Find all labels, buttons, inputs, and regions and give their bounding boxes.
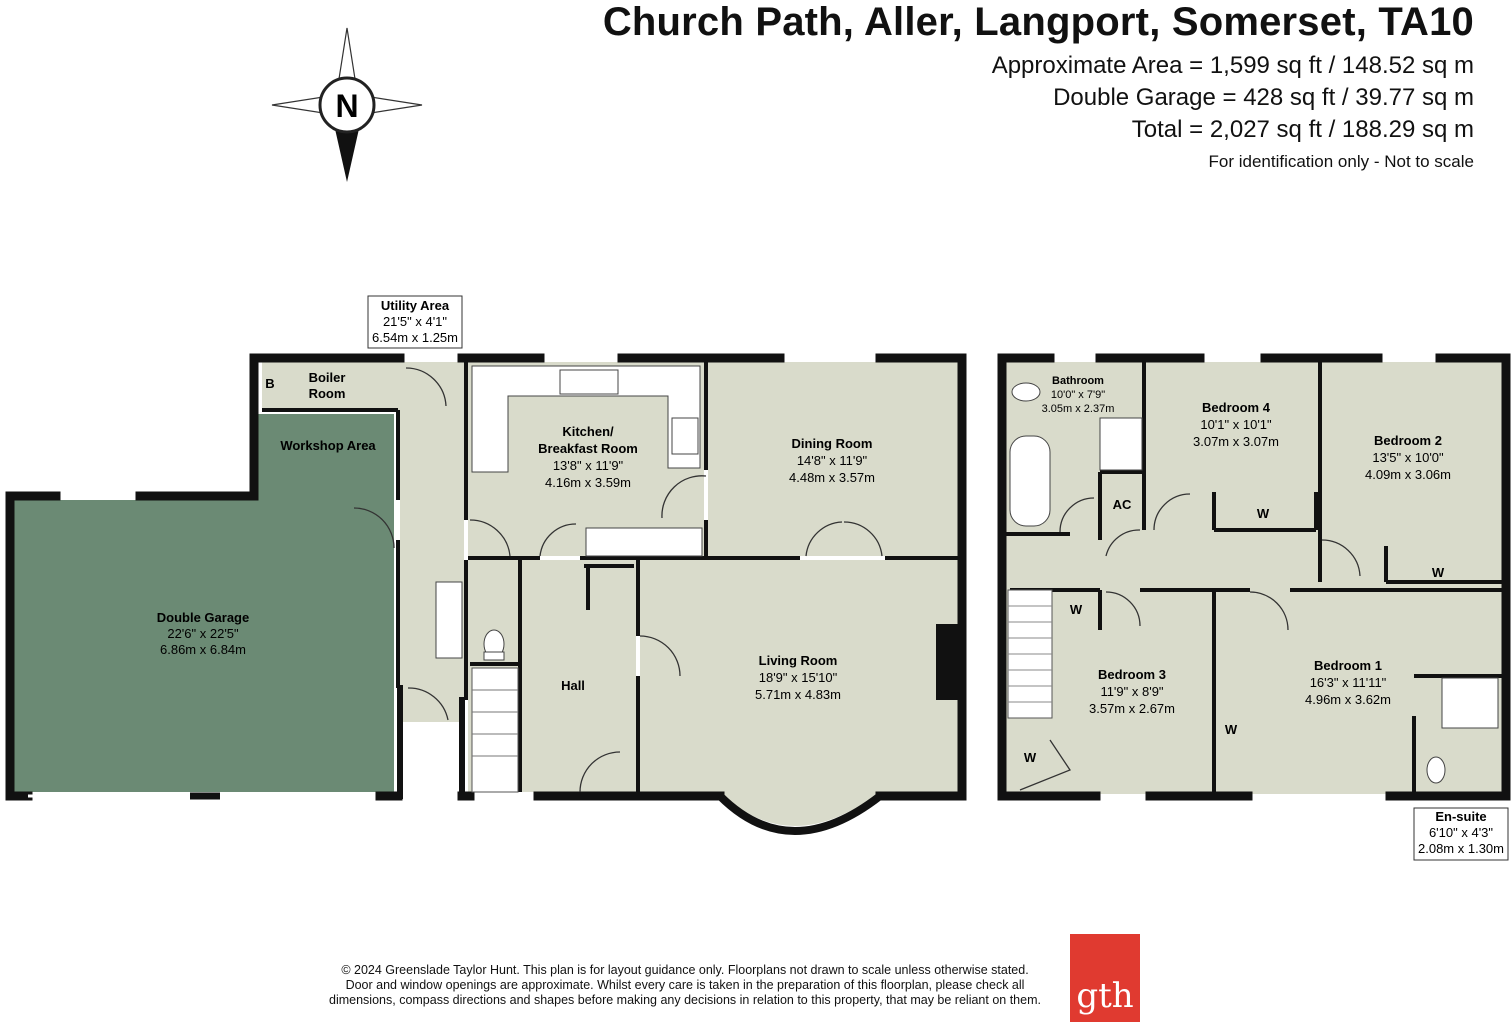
property-address-title: Church Path, Aller, Langport, Somerset, … — [602, 0, 1474, 44]
gth-logo: gth — [1070, 934, 1140, 1022]
bedroom2-imperial: 13'5" x 10'0" — [1372, 450, 1444, 465]
ensuite-label: En-suite — [1435, 809, 1486, 824]
bedroom3-label: Bedroom 3 — [1098, 667, 1166, 682]
bedroom4-metric: 3.07m x 3.07m — [1193, 434, 1279, 449]
bedroom3-imperial: 11'9" x 8'9" — [1100, 684, 1163, 699]
ensuite-imperial: 6'10" x 4'3" — [1429, 825, 1493, 840]
copyright-line-2: Door and window openings are approximate… — [345, 978, 1025, 992]
bathroom-metric: 3.05m x 2.37m — [1042, 403, 1115, 415]
wardrobe-label-bedroom3-top: W — [1070, 602, 1083, 617]
copyright-line-1: © 2024 Greenslade Taylor Hunt. This plan… — [341, 963, 1029, 977]
approximate-area: Approximate Area = 1,599 sq ft / 148.52 … — [991, 52, 1474, 79]
double-garage-label: Double Garage — [157, 610, 249, 625]
utility-area-label: Utility Area — [381, 298, 450, 313]
ground-floor-plan — [5, 353, 967, 835]
living-room-metric: 5.71m x 4.83m — [755, 687, 841, 702]
bedroom3-metric: 3.57m x 2.67m — [1089, 701, 1175, 716]
first-floor-plan — [997, 353, 1511, 801]
copyright-disclaimer: © 2024 Greenslade Taylor Hunt. This plan… — [310, 963, 1060, 1008]
kitchen-label-line1: Kitchen/ — [562, 424, 614, 439]
bedroom1-label: Bedroom 1 — [1314, 658, 1382, 673]
dining-room-metric: 4.48m x 3.57m — [789, 470, 875, 485]
dining-room-imperial: 14'8" x 11'9" — [797, 453, 868, 468]
bedroom2-metric: 4.09m x 3.06m — [1365, 467, 1451, 482]
kitchen-imperial: 13'8" x 11'9" — [553, 458, 624, 473]
compass-icon: N — [271, 27, 423, 182]
workshop-area-label: Workshop Area — [280, 438, 376, 453]
double-garage-metric: 6.86m x 6.84m — [160, 642, 246, 657]
boiler-room-label-line2: Room — [309, 386, 346, 401]
bathroom-imperial: 10'0" x 7'9" — [1051, 389, 1105, 401]
living-room-label: Living Room — [759, 653, 838, 668]
copyright-line-3: dimensions, compass directions and shape… — [329, 993, 1041, 1007]
ensuite-metric: 2.08m x 1.30m — [1418, 841, 1504, 856]
living-room-imperial: 18'9" x 15'10" — [759, 670, 838, 685]
gth-logo-text: gth — [1076, 976, 1134, 1016]
hall-label: Hall — [561, 678, 585, 693]
utility-area-metric: 6.54m x 1.25m — [372, 330, 458, 345]
boiler-marker: B — [265, 376, 274, 391]
total-area: Total = 2,027 sq ft / 188.29 sq m — [1131, 116, 1474, 143]
bedroom1-imperial: 16'3" x 11'11" — [1310, 675, 1387, 690]
bathroom-label: Bathroom — [1052, 375, 1104, 387]
garage-area: Double Garage = 428 sq ft / 39.77 sq m — [1053, 84, 1474, 111]
bedroom1-metric: 4.96m x 3.62m — [1305, 692, 1391, 707]
kitchen-label-line2: Breakfast Room — [538, 441, 638, 456]
double-garage-imperial: 22'6" x 22'5" — [167, 626, 239, 641]
kitchen-metric: 4.16m x 3.59m — [545, 475, 631, 490]
dining-room-label: Dining Room — [792, 436, 873, 451]
wardrobe-label-bedroom4: W — [1257, 506, 1270, 521]
not-to-scale-note: For identification only - Not to scale — [1208, 152, 1474, 171]
boiler-room-label-line1: Boiler — [309, 370, 346, 385]
bedroom2-label: Bedroom 2 — [1374, 433, 1442, 448]
utility-area-imperial: 21'5" x 4'1" — [383, 314, 447, 329]
airing-cupboard-label: AC — [1113, 497, 1132, 512]
compass-north-label: N — [335, 88, 358, 124]
bedroom4-label: Bedroom 4 — [1202, 400, 1271, 415]
wardrobe-label-bedroom1: W — [1225, 722, 1238, 737]
bedroom4-imperial: 10'1" x 10'1" — [1200, 417, 1272, 432]
wardrobe-label-bedroom2: W — [1432, 565, 1445, 580]
double-garage-area — [14, 414, 394, 792]
wardrobe-label-bedroom3-bottom: W — [1024, 750, 1037, 765]
